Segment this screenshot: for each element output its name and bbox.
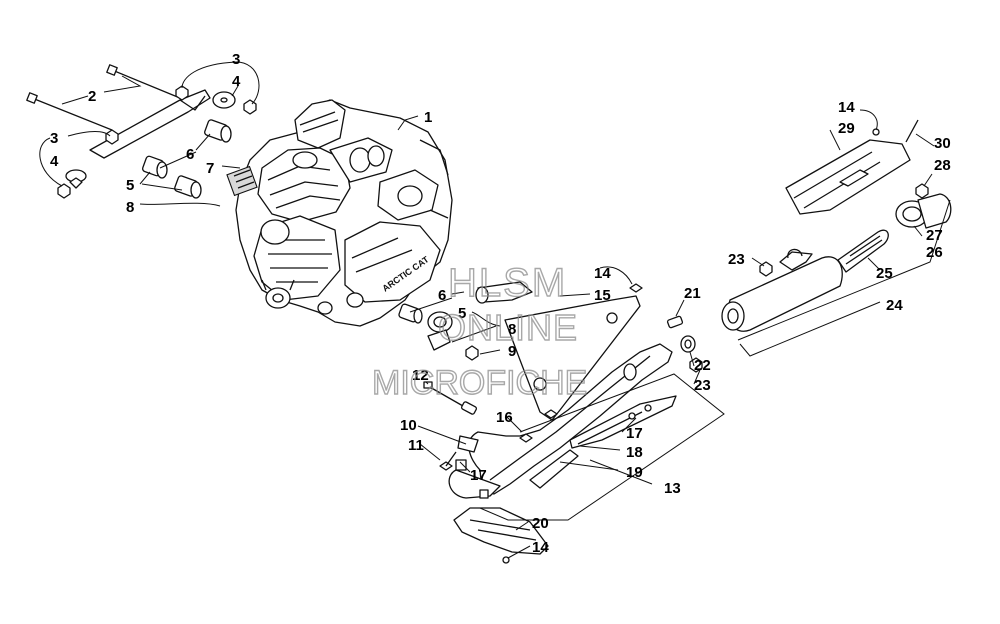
mount-bushing-b xyxy=(142,155,168,179)
callout-23: 23 xyxy=(694,377,711,394)
callout-4: 4 xyxy=(232,73,241,90)
callout-24: 24 xyxy=(886,297,903,314)
callout-labels: 1 2 3 4 3 4 6 7 5 8 6 5 8 9 14 15 12 16 … xyxy=(50,51,951,556)
callout-17: 17 xyxy=(470,467,487,484)
callout-3: 3 xyxy=(232,51,240,68)
callout-26: 26 xyxy=(926,244,943,261)
callout-19: 19 xyxy=(626,464,643,481)
spark-arrestor-parts xyxy=(837,183,952,273)
callout-25: 25 xyxy=(876,265,893,282)
callout-30: 30 xyxy=(934,135,951,152)
pipe-heat-shields xyxy=(529,395,677,489)
muffler-heat-shield xyxy=(785,119,919,215)
arrestor-cap xyxy=(917,193,952,229)
watermark-line-3: MICROFICHE xyxy=(372,364,587,402)
watermark: HLSM ONLINE MICROFICHE xyxy=(371,260,588,402)
callout-15: 15 xyxy=(594,287,611,304)
muffler-body xyxy=(727,256,843,332)
callout-23: 23 xyxy=(728,251,745,268)
callout-9: 9 xyxy=(508,343,516,360)
exhaust-pipe xyxy=(448,343,673,499)
callout-2: 2 xyxy=(88,88,96,105)
engine-assembly: ARCTIC CAT xyxy=(226,99,453,327)
output-yoke xyxy=(261,279,295,309)
callout-10: 10 xyxy=(400,417,417,434)
mount-bushing-a xyxy=(204,119,232,143)
callout-21: 21 xyxy=(684,285,701,302)
callout-20: 20 xyxy=(532,515,549,532)
exhaust-clamp xyxy=(427,329,451,351)
callout-3: 3 xyxy=(50,130,58,147)
callout-14: 14 xyxy=(594,265,611,282)
o2-sensor-parts xyxy=(423,381,479,471)
callout-4: 4 xyxy=(50,153,59,170)
sensor-bracket xyxy=(457,435,479,453)
callout-13: 13 xyxy=(664,480,681,497)
callout-7: 7 xyxy=(206,160,214,177)
callout-17: 17 xyxy=(626,425,643,442)
leader-lines xyxy=(39,61,951,559)
callout-16: 16 xyxy=(496,409,513,426)
callout-11: 11 xyxy=(408,437,424,454)
callout-6: 6 xyxy=(438,287,446,304)
callout-22: 22 xyxy=(694,357,711,374)
callout-5: 5 xyxy=(126,177,134,194)
watermark-line-1: HLSM xyxy=(448,261,567,305)
callout-14: 14 xyxy=(532,539,549,556)
callout-18: 18 xyxy=(626,444,643,461)
nut-upper xyxy=(175,85,189,101)
callout-29: 29 xyxy=(838,120,855,137)
long-bolt-upper xyxy=(111,69,181,99)
callout-8: 8 xyxy=(126,199,134,216)
watermark-line-2: ONLINE xyxy=(438,307,578,348)
callout-5: 5 xyxy=(458,305,466,322)
callout-14: 14 xyxy=(838,99,855,116)
callout-8: 8 xyxy=(508,321,516,338)
long-bolt-lower xyxy=(31,97,113,131)
callout-27: 27 xyxy=(926,227,943,244)
heat-shield-strip-lower xyxy=(529,449,579,489)
nut-lower xyxy=(105,129,119,145)
callout-6: 6 xyxy=(186,146,194,163)
exhaust-bracket xyxy=(504,283,643,421)
callout-1: 1 xyxy=(424,109,432,126)
mount-bushing-c xyxy=(174,175,202,199)
engine-mount-hardware xyxy=(26,64,257,199)
callout-28: 28 xyxy=(934,157,951,174)
callout-12: 12 xyxy=(412,367,429,384)
